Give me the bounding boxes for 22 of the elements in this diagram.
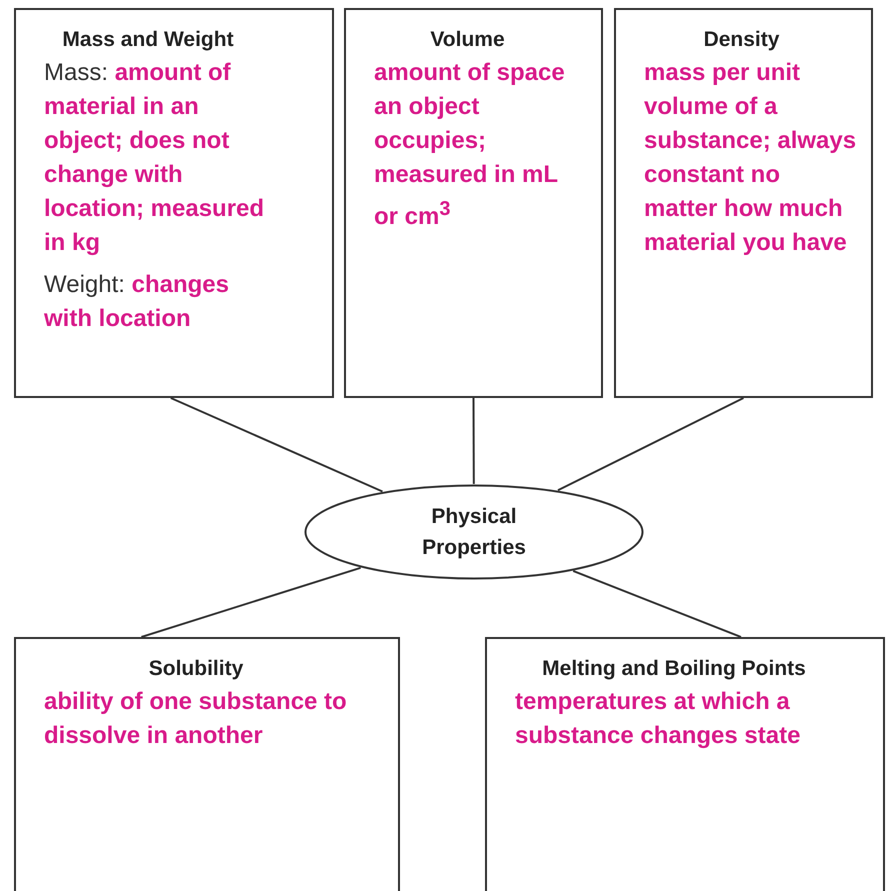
topic-ellipse xyxy=(304,484,644,580)
concept-box xyxy=(614,8,873,398)
box-heading: Solubility xyxy=(148,657,244,681)
connector-line xyxy=(558,397,744,492)
box-heading: Mass and Weight xyxy=(61,28,235,52)
box-heading: Volume xyxy=(429,28,506,52)
box-heading: Density xyxy=(702,28,780,52)
box-heading: Melting and Boiling Points xyxy=(541,657,807,681)
definition-text: ability of one substance to dissolve in another xyxy=(44,687,348,751)
concept-box xyxy=(14,8,334,398)
definition-text: mass per unit volume of a substance; always constant no matter how much material you have xyxy=(644,58,858,258)
definition-text: temperatures at which a substance changes state xyxy=(515,687,802,751)
topic-label: Physical Properties xyxy=(421,504,527,561)
connector-line xyxy=(572,570,742,638)
connector-line xyxy=(170,397,383,492)
concept-box xyxy=(485,637,885,891)
definition-text: amount of space an object occupies; measured in mL or cm$^{3}$ xyxy=(374,58,566,232)
connector-line xyxy=(141,566,361,638)
connector-line xyxy=(472,398,475,484)
definition-text: Weight: changes with location xyxy=(44,270,230,334)
concept-box xyxy=(344,8,603,398)
concept-box xyxy=(14,637,400,891)
